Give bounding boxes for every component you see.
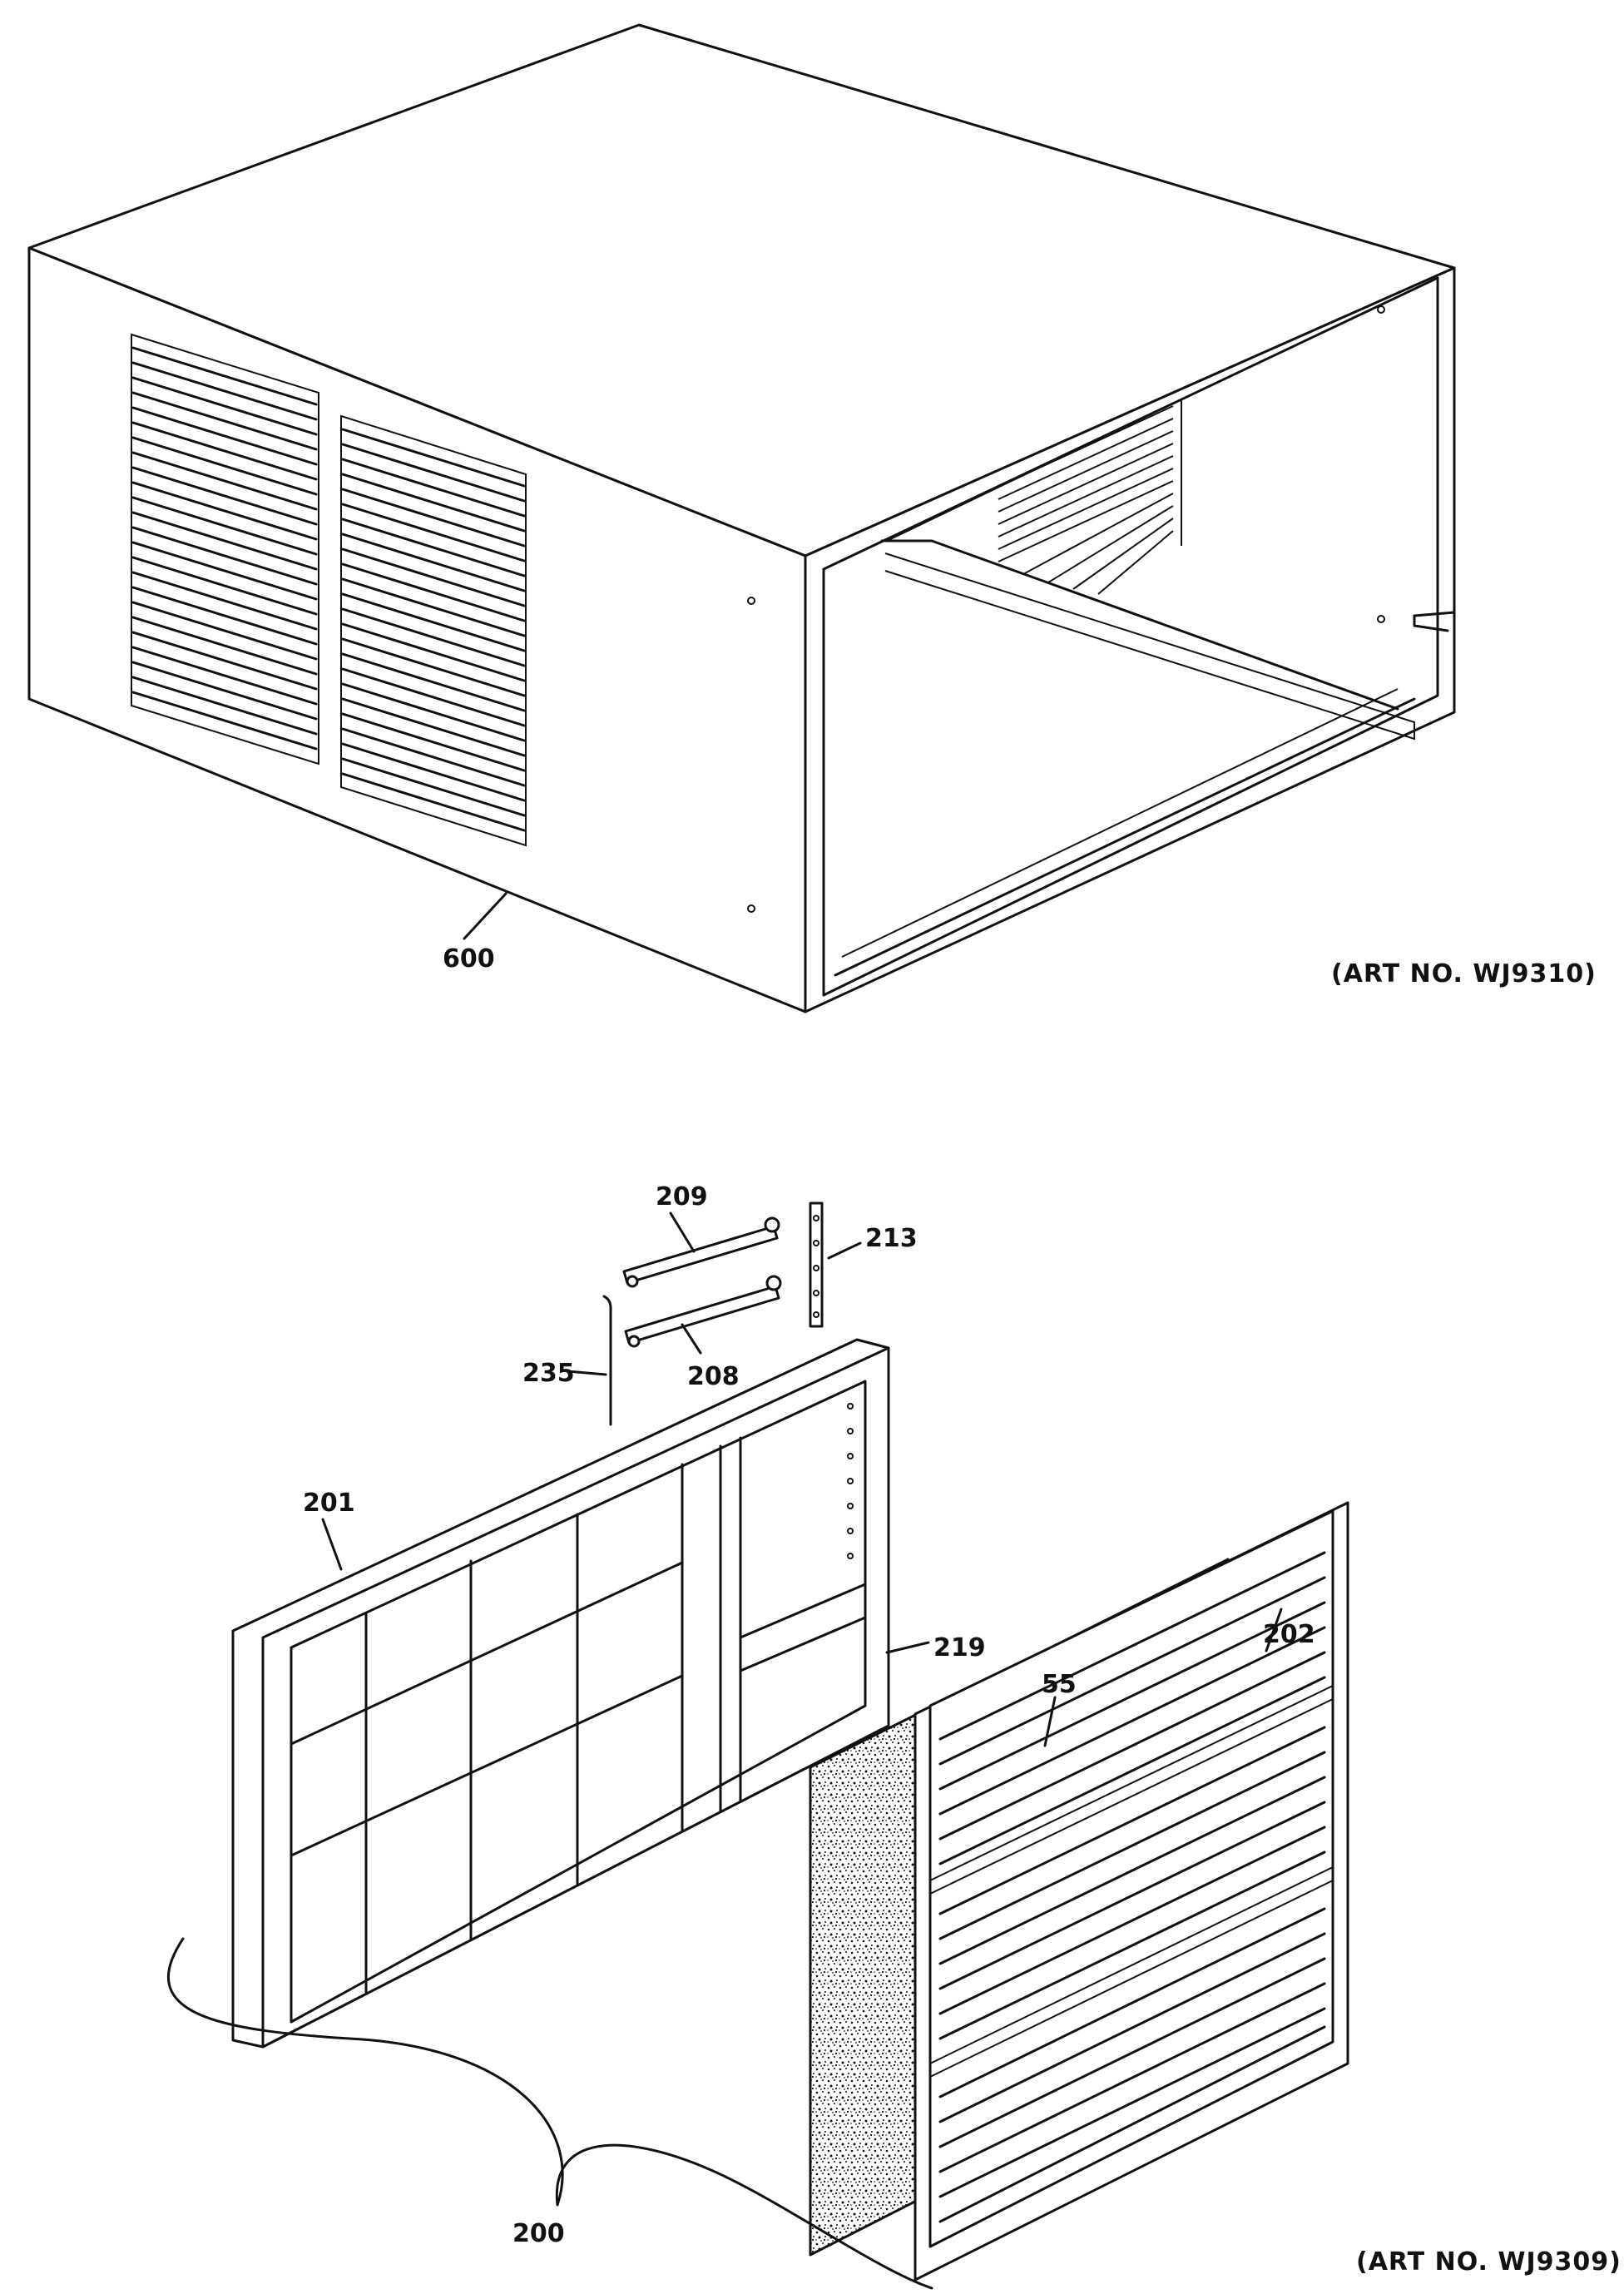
leader-201 (321, 1518, 343, 1571)
cabinet-screw-holes (747, 305, 1385, 913)
leader-55 (1043, 1696, 1057, 1747)
cabinet-rail-back (880, 539, 1399, 711)
part-235-wire (602, 1295, 612, 1426)
cabinet-louvre-grille-right (340, 414, 527, 847)
label-201: 201 (303, 1489, 355, 1518)
cabinet-louvre-grille-left (131, 333, 319, 765)
part-202-grille (914, 1501, 1349, 2282)
part-209-bracket (622, 1216, 780, 1288)
label-202: 202 (1263, 1620, 1315, 1649)
part-208-bracket (624, 1275, 782, 1348)
leader-213 (827, 1241, 862, 1260)
label-600: 600 (443, 944, 495, 974)
label-219: 219 (933, 1633, 986, 1662)
label-208: 208 (687, 1362, 740, 1391)
leader-202 (1265, 1608, 1283, 1652)
leader-208 (681, 1323, 702, 1355)
leader-209 (669, 1211, 696, 1253)
art-number-top: (ART NO. WJ9310) (1331, 959, 1597, 988)
label-200: 200 (512, 2219, 565, 2248)
label-213: 213 (865, 1224, 918, 1253)
art-number-bottom: (ART NO. WJ9309) (1356, 2247, 1622, 2277)
part-213-strip (809, 1202, 824, 1328)
cabinet-rail-lower (841, 688, 1399, 958)
label-55: 55 (1042, 1670, 1077, 1699)
leader-600 (463, 892, 508, 940)
cabinet-base-channel (884, 552, 1415, 741)
leader-219 (885, 1641, 930, 1654)
cabinet-opening (822, 276, 1439, 997)
cabinet-inner-louvres (998, 405, 1174, 595)
cabinet-inner-back (886, 398, 1182, 546)
cabinet-drawing: 600 (ART NO. WJ9310) (27, 23, 1597, 1013)
leader-235 (566, 1370, 607, 1376)
front-assembly-drawing: 209 213 235 208 201 219 202 55 200 (ART … (166, 1182, 1622, 2290)
part-201-frame (231, 1338, 890, 2049)
label-209: 209 (656, 1182, 708, 1211)
assembly-200-bracket (166, 1937, 933, 2290)
cabinet-notch (1413, 611, 1456, 632)
cabinet-rail-front (834, 697, 1416, 977)
label-235: 235 (522, 1359, 575, 1388)
